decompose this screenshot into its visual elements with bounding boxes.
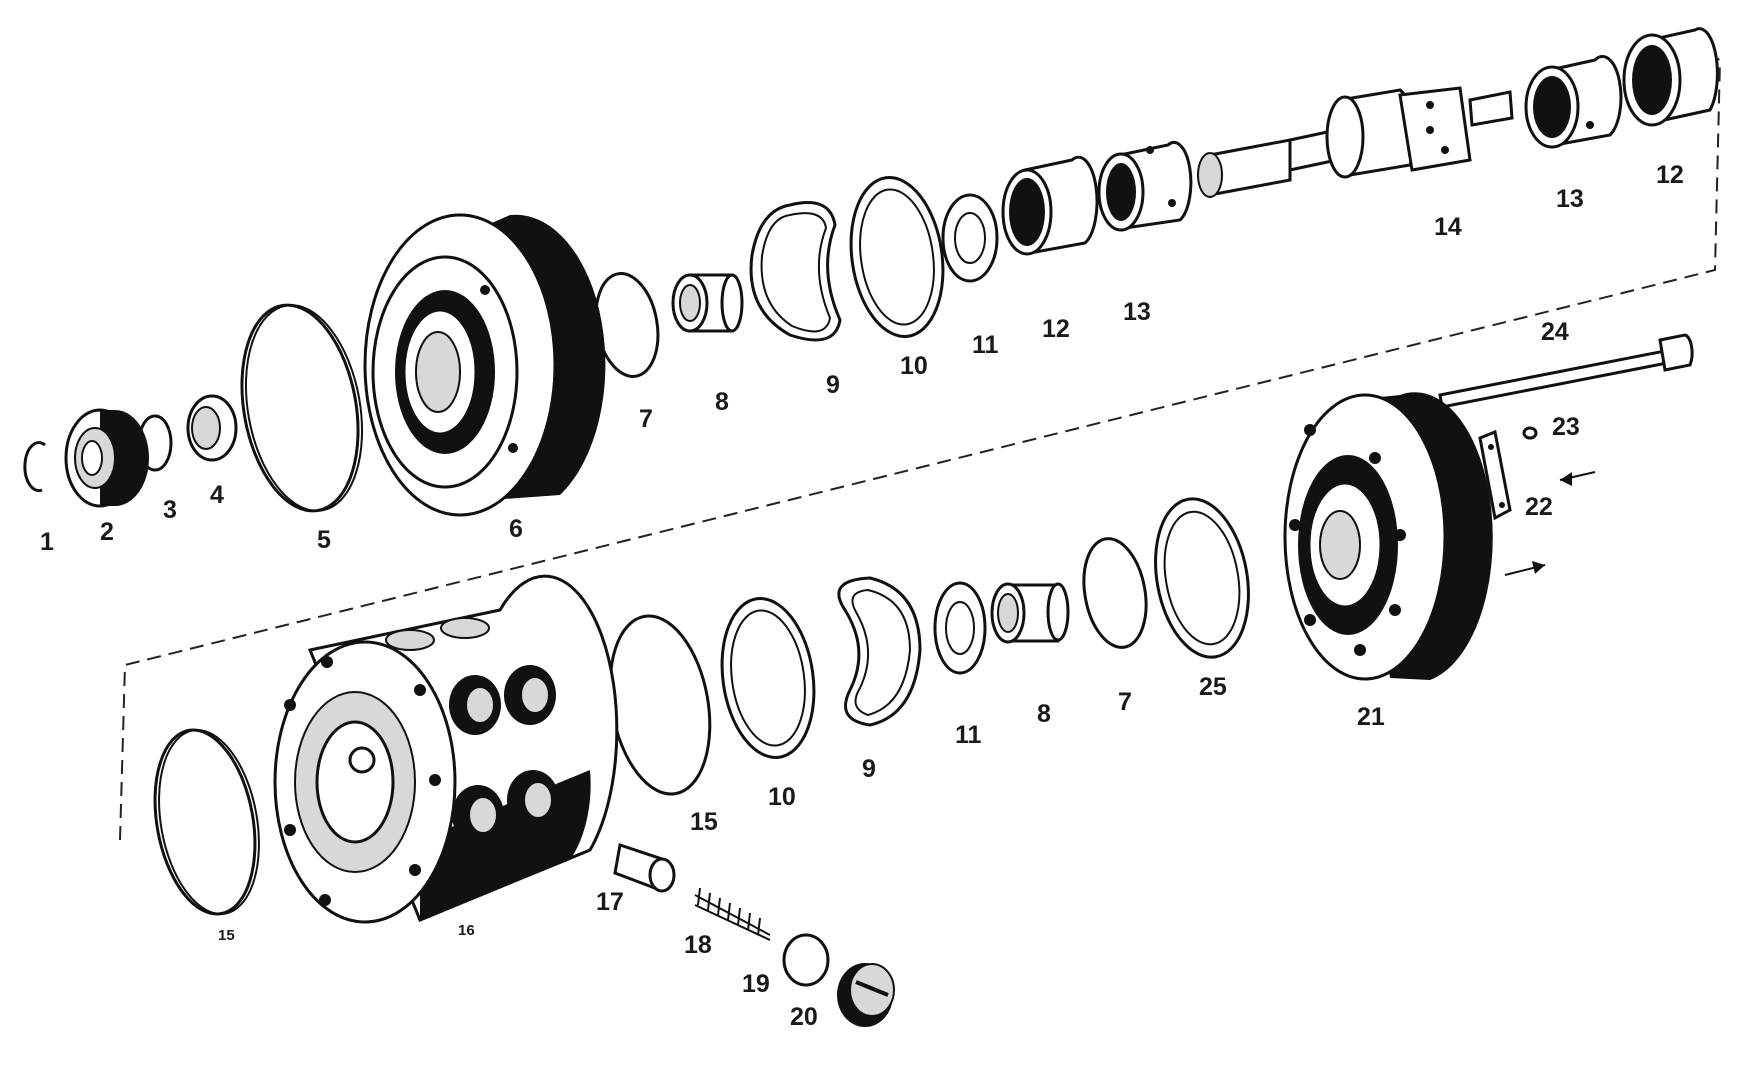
label-part-17: 17 <box>596 888 624 916</box>
part-21-end-cap <box>1283 392 1493 681</box>
label-part-18: 18 <box>684 931 712 959</box>
label-part-21: 21 <box>1357 703 1385 731</box>
part-9-kidney-gasket-bottom <box>837 576 922 727</box>
part-17-sleeve <box>613 843 676 893</box>
label-part-1: 1 <box>40 528 54 556</box>
part-12-bushing-right <box>1622 27 1719 127</box>
part-11-washer-top <box>941 193 999 283</box>
label-part-7-bottom: 7 <box>1118 688 1132 716</box>
label-part-22: 22 <box>1525 493 1553 521</box>
label-part-7-top: 7 <box>639 405 653 433</box>
part-25-plate <box>1154 497 1250 659</box>
part-22-plate <box>1478 429 1512 521</box>
label-part-11-bottom: 11 <box>955 721 982 749</box>
part-4-seal <box>186 394 238 462</box>
label-part-9-top: 9 <box>826 371 840 399</box>
part-2-bearing <box>64 408 149 508</box>
label-part-10-top: 10 <box>900 352 928 380</box>
part-10-plate-top <box>849 176 945 338</box>
label-part-23: 23 <box>1552 413 1580 441</box>
part-12-bushing-mid <box>1001 155 1099 256</box>
label-part-11-top: 11 <box>972 331 999 359</box>
part-13-bushing-mid <box>1097 140 1193 232</box>
label-part-20: 20 <box>790 1003 818 1031</box>
label-part-9-bottom: 9 <box>862 755 876 783</box>
label-part-15-left: 15 <box>218 927 235 944</box>
label-part-13-right: 13 <box>1556 185 1584 213</box>
label-part-13-mid: 13 <box>1123 298 1151 326</box>
direction-arrow-upper <box>1559 471 1596 486</box>
part-20-plug <box>837 963 895 1027</box>
part-1-circlip <box>23 441 46 493</box>
part-18-spring <box>694 887 771 941</box>
label-part-19: 19 <box>742 970 770 998</box>
label-part-14: 14 <box>1434 213 1462 241</box>
part-8-needle-bearing-bottom <box>990 582 1070 644</box>
label-part-6: 6 <box>509 515 523 543</box>
label-part-16: 16 <box>458 922 475 939</box>
part-10-plate-bottom <box>720 597 816 759</box>
label-part-3: 3 <box>163 496 177 524</box>
label-part-24: 24 <box>1541 318 1569 346</box>
label-part-8-bottom: 8 <box>1037 700 1051 728</box>
part-11-washer-bottom <box>933 581 987 675</box>
part-9-kidney-gasket-top <box>749 201 842 342</box>
part-8-needle-bearing-top <box>671 273 744 333</box>
label-part-5: 5 <box>317 526 331 554</box>
part-19-ring <box>782 933 830 987</box>
part-6-housing <box>363 213 606 517</box>
direction-arrow-lower <box>1504 561 1546 576</box>
part-13-bushing-right <box>1524 54 1623 149</box>
label-part-2: 2 <box>100 518 114 546</box>
part-23-dowel <box>1522 426 1538 440</box>
label-part-15-mid: 15 <box>690 808 718 836</box>
label-part-25: 25 <box>1199 673 1227 701</box>
label-part-12-right: 12 <box>1656 161 1684 189</box>
part-16-valve-body <box>273 574 619 924</box>
part-5-o-ring <box>240 303 364 513</box>
label-part-8-top: 8 <box>715 388 729 416</box>
label-part-10-bottom: 10 <box>768 783 796 811</box>
part-7-o-ring-top <box>594 272 660 378</box>
part-3-ring <box>137 414 173 472</box>
part-7-o-ring-bottom <box>1082 537 1148 649</box>
label-part-4: 4 <box>210 481 224 509</box>
part-15-o-ring-left <box>153 728 260 916</box>
part-14-shaft <box>1197 86 1514 198</box>
label-part-12-mid: 12 <box>1042 315 1070 343</box>
